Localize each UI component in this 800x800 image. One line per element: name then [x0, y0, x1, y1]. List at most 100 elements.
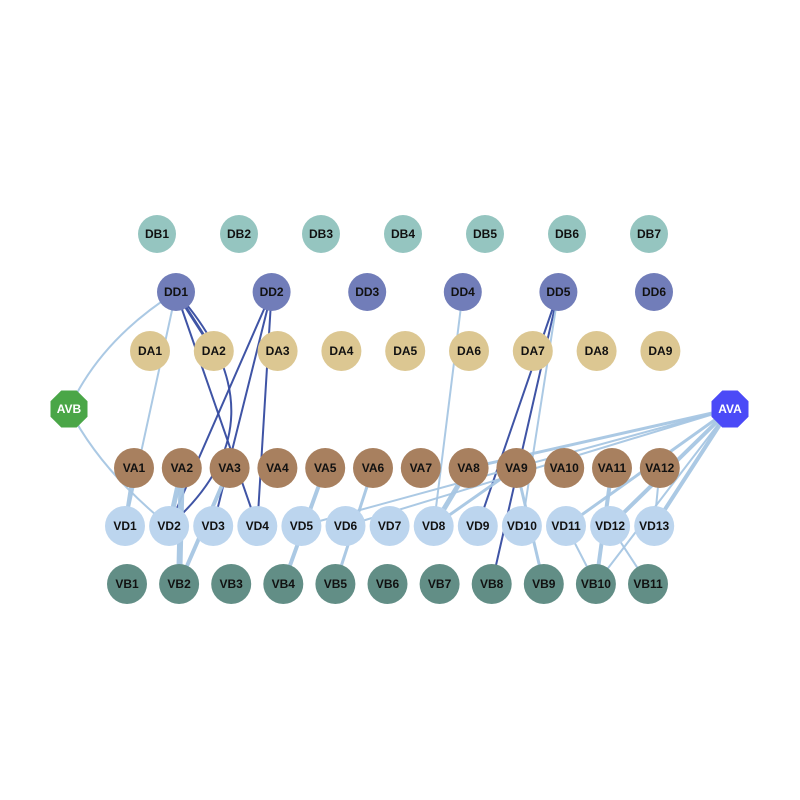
node-label-va12: VA12 [645, 461, 674, 475]
node-da1: DA1 [130, 331, 170, 371]
node-shape-da8 [576, 331, 617, 371]
node-label-dd4: DD4 [451, 285, 475, 299]
node-shape-vb4 [263, 564, 304, 604]
node-label-va5: VA5 [314, 461, 337, 475]
node-label-vb10: VB10 [581, 577, 611, 591]
node-label-vd2: VD2 [157, 519, 181, 533]
node-da9: DA9 [640, 331, 681, 371]
node-shape-dd6 [635, 273, 673, 311]
node-shape-vb2 [159, 564, 200, 604]
node-label-vd9: VD9 [466, 519, 490, 533]
node-label-dd3: DD3 [355, 285, 379, 299]
node-label-dd6: DD6 [642, 285, 666, 299]
node-da6: DA6 [449, 331, 489, 371]
node-shape-db1 [138, 215, 176, 253]
node-label-avb: AVB [57, 402, 82, 416]
node-label-vb5: VB5 [324, 577, 348, 591]
node-shape-vd13 [634, 506, 675, 546]
node-shape-db7 [630, 215, 668, 253]
node-db4: DB4 [384, 215, 422, 253]
node-ava: AVA [711, 390, 749, 428]
node-label-da8: DA8 [585, 344, 609, 358]
node-shape-va7 [400, 448, 441, 488]
node-shape-da5 [385, 331, 426, 371]
node-da3: DA3 [257, 331, 298, 371]
node-shape-vd1 [105, 506, 145, 546]
node-db2: DB2 [220, 215, 258, 253]
node-shape-da6 [449, 331, 489, 371]
node-label-va7: VA7 [410, 461, 433, 475]
node-label-vd7: VD7 [378, 519, 402, 533]
node-shape-dd2 [252, 273, 291, 311]
node-label-dd1: DD1 [164, 285, 188, 299]
node-shape-dd3 [348, 273, 387, 311]
node-va9: VA9 [496, 448, 537, 488]
node-shape-db3 [302, 215, 340, 253]
node-shape-dd4 [443, 273, 482, 311]
node-label-va10: VA10 [550, 461, 579, 475]
node-label-db4: DB4 [391, 227, 415, 241]
node-vd4: VD4 [237, 506, 278, 546]
node-shape-va11 [592, 448, 632, 488]
edge-dd5-vd9 [476, 291, 560, 527]
node-vd10: VD10 [501, 506, 542, 546]
node-label-va9: VA9 [505, 461, 528, 475]
node-da5: DA5 [385, 331, 426, 371]
node-db3: DB3 [302, 215, 340, 253]
node-label-vb6: VB6 [376, 577, 400, 591]
node-vb5: VB5 [315, 564, 356, 604]
node-label-db7: DB7 [637, 227, 661, 241]
node-label-va8: VA8 [457, 461, 480, 475]
node-shape-db6 [548, 215, 586, 253]
node-label-db3: DB3 [309, 227, 333, 241]
node-dd2: DD2 [252, 273, 291, 311]
node-vb11: VB11 [628, 564, 668, 604]
node-db5: DB5 [466, 215, 504, 253]
node-label-dd5: DD5 [546, 285, 570, 299]
node-da7: DA7 [512, 331, 553, 371]
node-dd5: DD5 [539, 273, 578, 311]
node-db6: DB6 [548, 215, 586, 253]
node-label-vb2: VB2 [167, 577, 191, 591]
node-label-vb11: VB11 [633, 577, 663, 591]
node-label-vb7: VB7 [428, 577, 452, 591]
node-shape-ava [711, 390, 749, 428]
node-label-vb8: VB8 [480, 577, 504, 591]
node-label-va1: VA1 [123, 461, 146, 475]
node-label-va6: VA6 [362, 461, 385, 475]
node-dd1: DD1 [157, 273, 195, 311]
node-shape-da7 [512, 331, 553, 371]
edge-dd4-vd8 [432, 291, 464, 527]
node-shape-vb8 [471, 564, 512, 604]
node-shape-vd7 [369, 506, 410, 546]
node-label-db6: DB6 [555, 227, 579, 241]
node-label-vd13: VD13 [639, 519, 669, 533]
node-vd9: VD9 [457, 506, 498, 546]
node-label-da7: DA7 [521, 344, 545, 358]
node-shape-da9 [640, 331, 681, 371]
node-vb10: VB10 [575, 564, 616, 604]
node-va7: VA7 [400, 448, 441, 488]
node-label-vd1: VD1 [113, 519, 137, 533]
node-shape-vb7 [419, 564, 460, 604]
edge-dd1-vd1 [124, 291, 177, 527]
node-label-ava: AVA [718, 402, 742, 416]
node-label-vd6: VD6 [334, 519, 358, 533]
node-da4: DA4 [321, 331, 362, 371]
node-label-vb9: VB9 [532, 577, 556, 591]
node-shape-da1 [130, 331, 170, 371]
node-shape-va2 [161, 448, 202, 488]
edge-ava-vd6 [344, 408, 731, 527]
node-label-da6: DA6 [457, 344, 481, 358]
node-va11: VA11 [592, 448, 632, 488]
node-shape-da4 [321, 331, 362, 371]
node-shape-va6 [353, 448, 393, 488]
node-va6: VA6 [353, 448, 393, 488]
node-vd11: VD11 [546, 506, 586, 546]
node-shape-va4 [257, 448, 298, 488]
node-label-va11: VA11 [598, 461, 627, 475]
node-vb2: VB2 [159, 564, 200, 604]
node-shape-vd8 [413, 506, 454, 546]
